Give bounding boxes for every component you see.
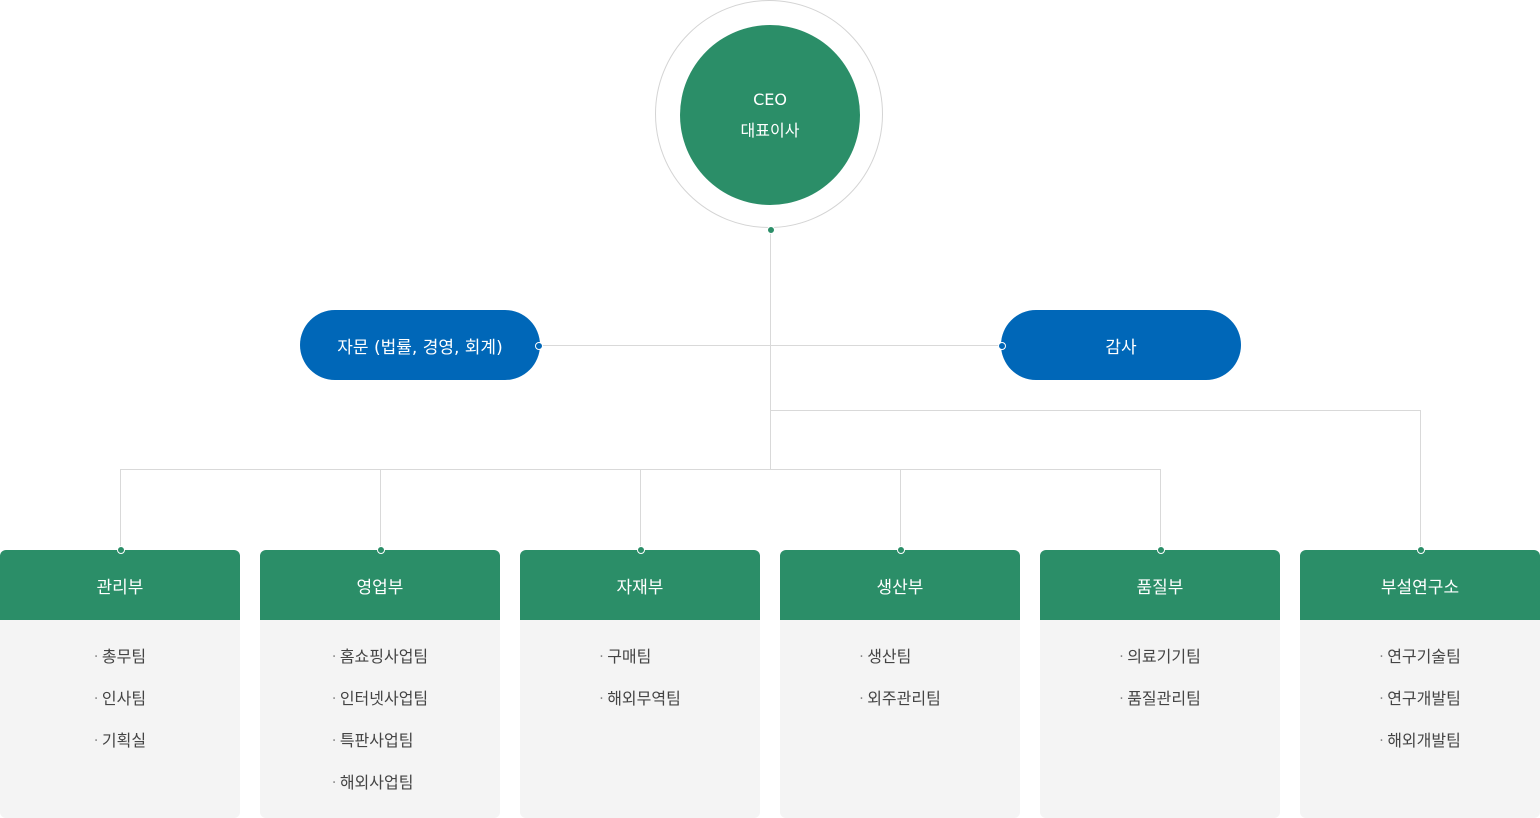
- ceo-connector-dot: [766, 225, 775, 234]
- department-connector-dot: [636, 545, 645, 554]
- audit-connector-dot: [998, 341, 1006, 350]
- department-name: 영업부: [356, 577, 404, 598]
- department-card: 생산부 생산팀 외주관리팀: [780, 550, 1020, 818]
- department-connector-dot: [896, 545, 905, 554]
- department-card: 품질부 의료기기팀 품질관리팀: [1040, 550, 1280, 818]
- team-item: 구매팀: [599, 644, 681, 686]
- team-item: 인터넷사업팀: [332, 686, 428, 728]
- advisory-node: 자문 (법률, 경영, 회계): [300, 310, 540, 380]
- department-card: 관리부 총무팀 인사팀 기획실: [0, 550, 240, 818]
- team-item: 품질관리팀: [1119, 686, 1201, 728]
- audit-node: 감사: [1001, 310, 1241, 380]
- ceo-title: CEO: [753, 90, 787, 109]
- department-team-list: 홈쇼핑사업팀 인터넷사업팀 특판사업팀 해외사업팀: [260, 620, 500, 818]
- team-item: 홈쇼핑사업팀: [332, 644, 428, 686]
- department-name: 관리부: [96, 577, 144, 598]
- team-item: 인사팀: [94, 686, 146, 728]
- team-item: 생산팀: [859, 644, 941, 686]
- department-header: 영업부: [260, 550, 500, 620]
- department-team-list: 생산팀 외주관리팀: [780, 620, 1020, 818]
- team-item: 연구개발팀: [1379, 686, 1461, 728]
- team-item: 해외무역팀: [599, 686, 681, 728]
- department-name: 품질부: [1136, 577, 1184, 598]
- department-header: 관리부: [0, 550, 240, 620]
- team-item: 외주관리팀: [859, 686, 941, 728]
- department-card: 영업부 홈쇼핑사업팀 인터넷사업팀 특판사업팀 해외사업팀: [260, 550, 500, 818]
- advisory-label: 자문 (법률, 경영, 회계): [337, 337, 503, 358]
- ceo-node: CEO 대표이사: [680, 25, 860, 205]
- department-header: 품질부: [1040, 550, 1280, 620]
- department-header: 생산부: [780, 550, 1020, 620]
- department-team-list: 총무팀 인사팀 기획실: [0, 620, 240, 818]
- team-item: 의료기기팀: [1119, 644, 1201, 686]
- department-team-list: 연구기술팀 연구개발팀 해외개발팀: [1300, 620, 1540, 818]
- ceo-subtitle: 대표이사: [740, 121, 800, 140]
- department-card: 자재부 구매팀 해외무역팀: [520, 550, 760, 818]
- team-item: 해외사업팀: [332, 770, 428, 812]
- department-name: 생산부: [876, 577, 924, 598]
- department-name: 자재부: [616, 577, 664, 598]
- department-team-list: 의료기기팀 품질관리팀: [1040, 620, 1280, 818]
- team-item: 특판사업팀: [332, 728, 428, 770]
- department-card: 부설연구소 연구기술팀 연구개발팀 해외개발팀: [1300, 550, 1540, 818]
- department-connector-dot: [1156, 545, 1165, 554]
- team-item: 총무팀: [94, 644, 146, 686]
- department-header: 부설연구소: [1300, 550, 1540, 620]
- department-connector-dot: [1416, 545, 1425, 554]
- department-header: 자재부: [520, 550, 760, 620]
- team-item: 기획실: [94, 728, 146, 770]
- department-connector-dot: [116, 545, 125, 554]
- department-name: 부설연구소: [1380, 577, 1460, 598]
- audit-label: 감사: [1105, 337, 1137, 358]
- department-team-list: 구매팀 해외무역팀: [520, 620, 760, 818]
- advisory-connector-dot: [535, 341, 543, 350]
- department-connector-dot: [376, 545, 385, 554]
- team-item: 연구기술팀: [1379, 644, 1461, 686]
- team-item: 해외개발팀: [1379, 728, 1461, 770]
